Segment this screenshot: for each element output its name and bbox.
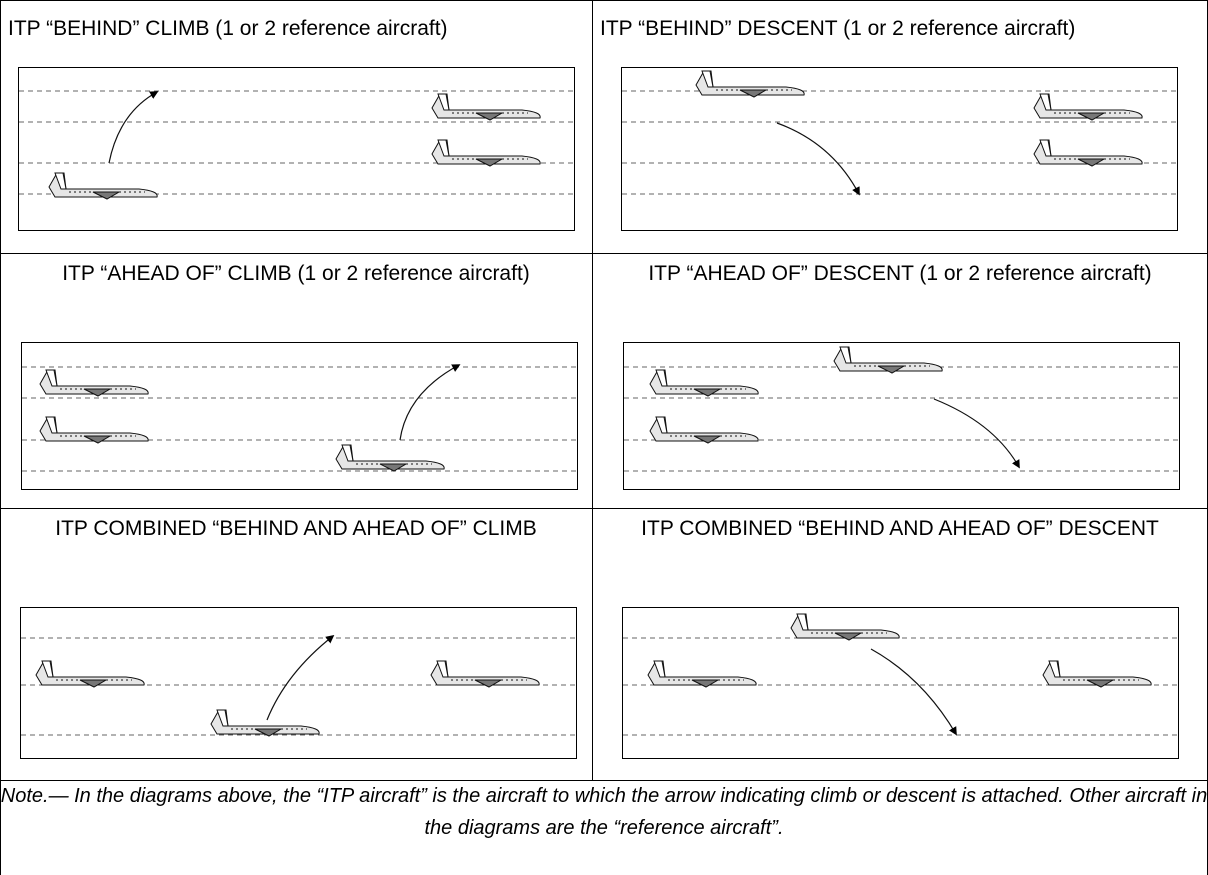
- itp-aircraft-airplane-icon: [695, 70, 805, 98]
- diagram-svg: [623, 613, 1180, 736]
- reference-aircraft-airplane-icon: [39, 369, 149, 397]
- reference-aircraft-airplane-icon: [35, 660, 145, 688]
- itp-aircraft-airplane-icon: [790, 613, 900, 641]
- cell-behind-climb: ITP “BEHIND” CLIMB (1 or 2 reference air…: [0, 0, 592, 253]
- cell-combined-climb: ITP COMBINED “BEHIND AND AHEAD OF” CLIMB: [0, 508, 592, 780]
- flight-level-lines: [624, 366, 1181, 472]
- diagram-panel: [20, 607, 578, 759]
- diagram-panel: [621, 67, 1179, 231]
- itp-aircraft-airplane-icon: [335, 444, 445, 472]
- diagram-title: ITP “AHEAD OF” DESCENT (1 or 2 reference…: [648, 262, 1152, 285]
- diagram-title: ITP COMBINED “BEHIND AND AHEAD OF” CLIMB: [55, 517, 537, 540]
- table-row-divider-1: [0, 253, 1208, 254]
- climb-arrow: [399, 364, 461, 441]
- cell-combined-descent: ITP COMBINED “BEHIND AND AHEAD OF” DESCE…: [592, 508, 1208, 780]
- reference-aircraft-airplane-icon: [1033, 93, 1143, 121]
- descent-arrow: [933, 398, 1020, 469]
- table-border-top: [0, 0, 1208, 1]
- reference-aircraft-airplane-icon: [430, 660, 540, 688]
- flight-level-lines: [21, 637, 578, 736]
- diagram-note: Note.— In the diagrams above, the “ITP a…: [0, 785, 1208, 839]
- table-row-divider-2: [0, 508, 1208, 509]
- itp-aircraft-airplane-icon: [48, 172, 158, 200]
- diagram-title: ITP “BEHIND” CLIMB (1 or 2 reference air…: [8, 17, 448, 40]
- diagram-panel: [18, 67, 576, 231]
- cell-behind-descent: ITP “BEHIND” DESCENT (1 or 2 reference a…: [592, 0, 1208, 253]
- reference-aircraft-airplane-icon: [1033, 139, 1143, 167]
- diagram-panel: [21, 342, 579, 490]
- table-border-left: [0, 0, 1, 875]
- diagram-panel: [622, 607, 1180, 759]
- flight-level-lines: [622, 90, 1179, 195]
- cell-ahead-descent: ITP “AHEAD OF” DESCENT (1 or 2 reference…: [592, 253, 1208, 508]
- descent-arrow: [870, 648, 957, 736]
- diagram-title: ITP “BEHIND” DESCENT (1 or 2 reference a…: [600, 17, 1076, 40]
- diagram-svg: [19, 90, 576, 200]
- diagram-svg: [21, 634, 578, 737]
- flight-level-lines: [19, 90, 576, 195]
- climb-arrow: [108, 91, 159, 164]
- reference-aircraft-airplane-icon: [431, 139, 541, 167]
- reference-aircraft-airplane-icon: [649, 416, 759, 444]
- table-column-divider: [592, 0, 593, 780]
- itp-aircraft-airplane-icon: [210, 709, 320, 737]
- itp-aircraft-airplane-icon: [833, 346, 943, 374]
- reference-aircraft-airplane-icon: [431, 93, 541, 121]
- table-row-divider-3: [0, 780, 1208, 781]
- reference-aircraft-airplane-icon: [647, 660, 757, 688]
- diagram-title: ITP COMBINED “BEHIND AND AHEAD OF” DESCE…: [641, 517, 1159, 540]
- climb-arrow: [266, 634, 335, 721]
- cell-ahead-climb: ITP “AHEAD OF” CLIMB (1 or 2 reference a…: [0, 253, 592, 508]
- diagram-svg: [22, 364, 579, 472]
- diagram-title: ITP “AHEAD OF” CLIMB (1 or 2 reference a…: [62, 262, 530, 285]
- reference-aircraft-airplane-icon: [1042, 660, 1152, 688]
- flight-level-lines: [22, 366, 579, 472]
- diagram-svg: [622, 70, 1179, 196]
- reference-aircraft-airplane-icon: [649, 369, 759, 397]
- diagram-svg: [624, 346, 1181, 472]
- reference-aircraft-airplane-icon: [39, 416, 149, 444]
- diagram-panel: [623, 342, 1181, 490]
- descent-arrow: [776, 122, 860, 196]
